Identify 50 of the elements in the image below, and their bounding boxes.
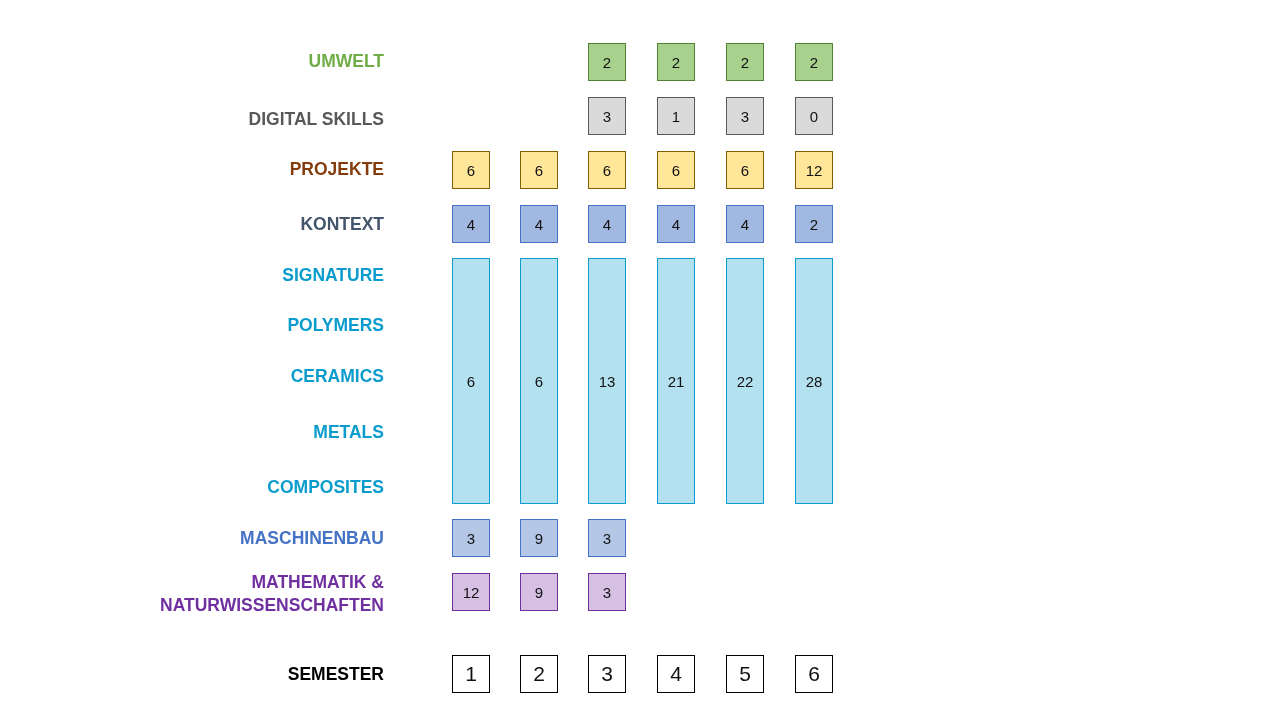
credit-box: 2: [726, 43, 764, 81]
credit-box: 9: [520, 573, 558, 611]
credit-box: 3: [726, 97, 764, 135]
row-label: MASCHINENBAU: [239, 526, 384, 550]
row-label: SIGNATURE: [281, 263, 384, 287]
semester-box: 1: [452, 655, 490, 693]
row-label: POLYMERS: [286, 313, 384, 337]
credit-box: 2: [657, 43, 695, 81]
credit-bar: 13: [588, 258, 626, 504]
credit-bar: 22: [726, 258, 764, 504]
credit-box: 6: [452, 151, 490, 189]
credit-box: 4: [588, 205, 626, 243]
credit-box: 4: [452, 205, 490, 243]
credit-box: 12: [452, 573, 490, 611]
row-label: MATHEMATIK & NATURWISSENSCHAFTEN: [159, 571, 384, 617]
credit-bar: 6: [520, 258, 558, 504]
semester-box: 3: [588, 655, 626, 693]
credit-box: 4: [657, 205, 695, 243]
credit-box: 6: [657, 151, 695, 189]
credit-box: 6: [726, 151, 764, 189]
credit-box: 3: [588, 573, 626, 611]
credit-box: 12: [795, 151, 833, 189]
credit-box: 6: [588, 151, 626, 189]
credit-box: 9: [520, 519, 558, 557]
credit-box: 4: [726, 205, 764, 243]
credit-bar: 28: [795, 258, 833, 504]
semester-box: 6: [795, 655, 833, 693]
row-label: UMWELT: [307, 49, 384, 73]
semester-box: 4: [657, 655, 695, 693]
credit-box: 3: [588, 519, 626, 557]
credit-box: 6: [520, 151, 558, 189]
row-label: DIGITAL SKILLS: [247, 107, 384, 131]
row-label: CERAMICS: [289, 364, 384, 388]
credit-box: 1: [657, 97, 695, 135]
credit-box: 4: [520, 205, 558, 243]
semester-box: 5: [726, 655, 764, 693]
credit-box: 2: [795, 205, 833, 243]
row-label: PROJEKTE: [288, 157, 384, 181]
semester-box: 2: [520, 655, 558, 693]
credit-box: 2: [588, 43, 626, 81]
row-label: COMPOSITES: [266, 475, 384, 499]
credit-bar: 21: [657, 258, 695, 504]
row-label: METALS: [312, 420, 384, 444]
credit-box: 3: [588, 97, 626, 135]
row-label: SEMESTER: [286, 662, 384, 686]
credit-box: 0: [795, 97, 833, 135]
credit-box: 2: [795, 43, 833, 81]
credit-bar: 6: [452, 258, 490, 504]
credit-box: 3: [452, 519, 490, 557]
row-label: KONTEXT: [299, 212, 384, 236]
